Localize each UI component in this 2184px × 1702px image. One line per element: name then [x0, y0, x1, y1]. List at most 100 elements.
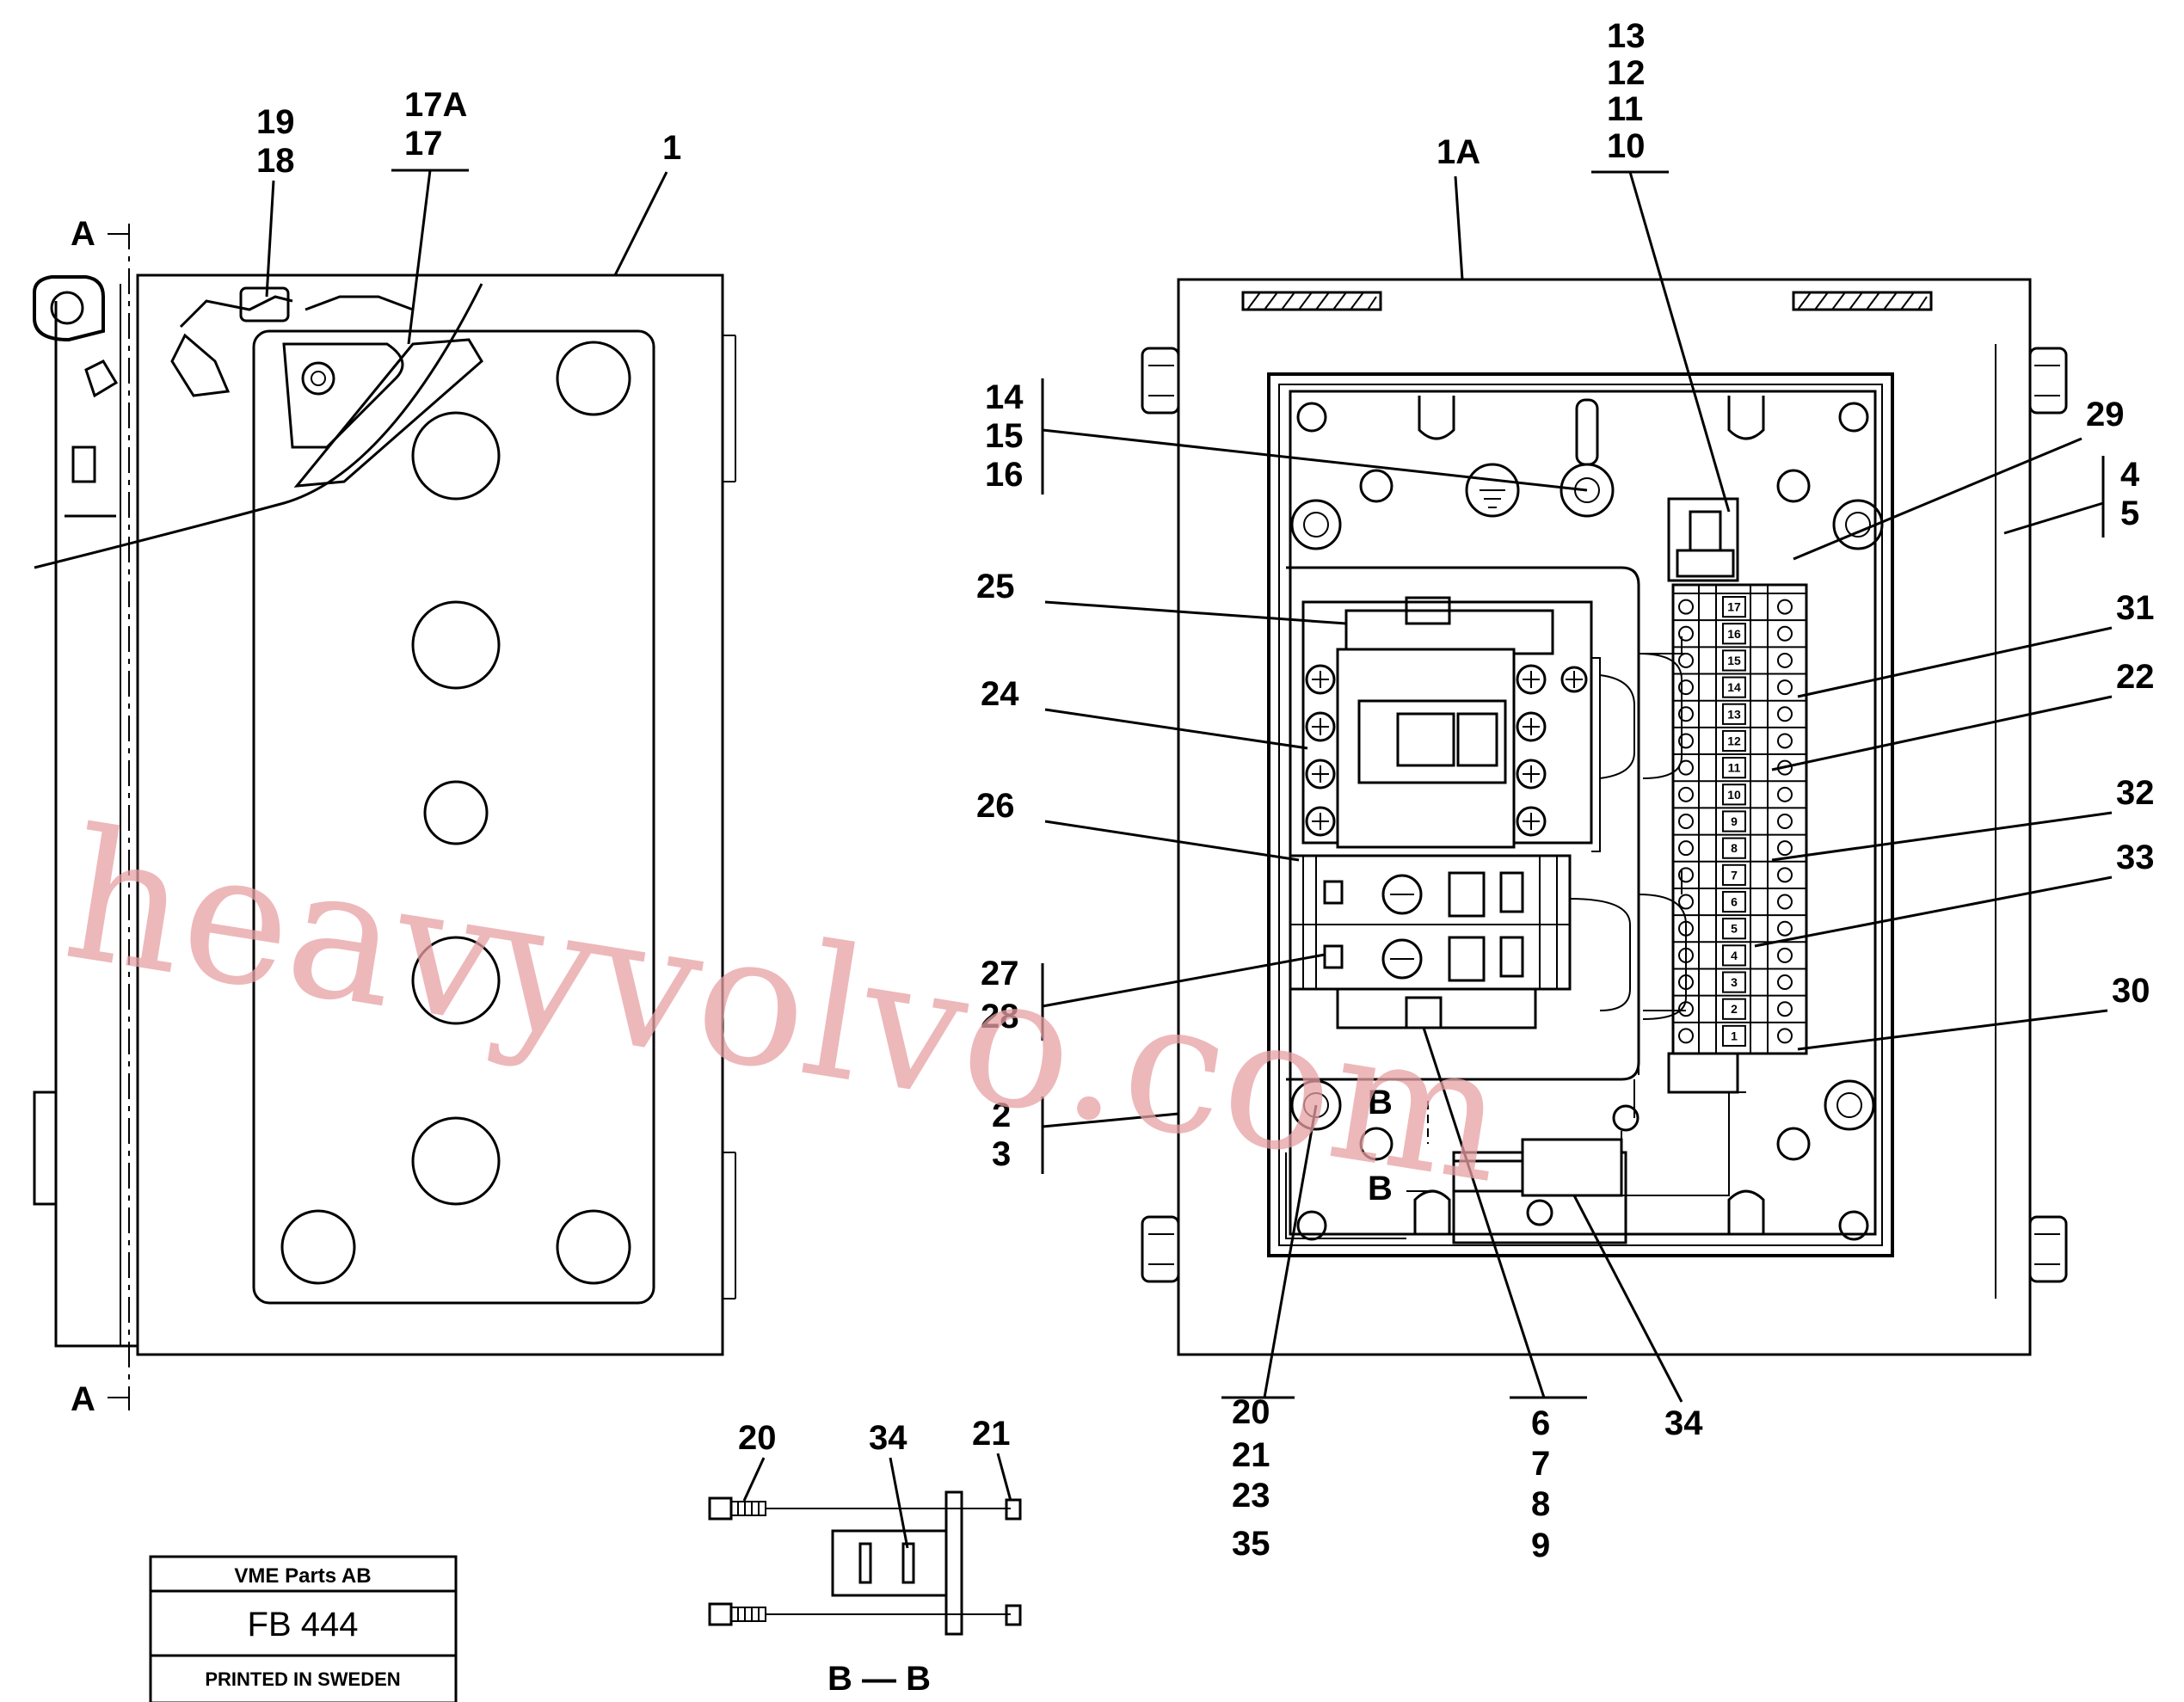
callout-14: 14 [985, 378, 1024, 416]
title-block-printed: PRINTED IN SWEDEN [205, 1668, 400, 1690]
terminal-screw [1777, 733, 1793, 749]
terminal-screw [1777, 786, 1793, 802]
callout-25: 25 [976, 568, 1015, 605]
section-bb: 20 34 21 B — B [708, 1415, 1022, 1698]
callout-6: 6 [1531, 1404, 1550, 1442]
section-bb-title: B — B [827, 1660, 931, 1698]
callout-12: 12 [1607, 54, 1646, 92]
terminal-screw [1678, 599, 1694, 615]
terminal-number: 16 [1727, 627, 1741, 641]
terminal-number: 6 [1731, 895, 1738, 909]
callout-10: 10 [1607, 127, 1646, 165]
callout-26: 26 [976, 787, 1015, 825]
terminal-number: 12 [1727, 734, 1741, 747]
callout-17: 17 [404, 125, 443, 163]
callout-22: 22 [2116, 658, 2155, 696]
terminal-screw [1777, 1001, 1793, 1017]
terminal-screw [1777, 974, 1793, 991]
watermark-text: heavyvolvo.com [53, 789, 1518, 1224]
terminal-number: 17 [1727, 600, 1741, 614]
callout-11: 11 [1607, 90, 1643, 128]
terminal-screw [1678, 679, 1694, 696]
terminal-number: 15 [1727, 654, 1741, 667]
terminal-screw [1777, 652, 1793, 668]
terminal-screw [1777, 840, 1793, 857]
callout-29: 29 [2086, 396, 2125, 433]
terminal-screw [1678, 894, 1694, 910]
terminal-number: 11 [1728, 761, 1741, 775]
section-b-bottom: B [1368, 1170, 1393, 1207]
terminal-number: 7 [1731, 868, 1738, 882]
callout-4: 4 [2120, 456, 2140, 494]
terminal-number: 10 [1727, 788, 1741, 802]
callout-33: 33 [2116, 839, 2155, 876]
terminal-screw [1777, 814, 1793, 829]
callout-18: 18 [256, 142, 295, 180]
callout-7: 7 [1531, 1445, 1550, 1483]
terminal-screw [1678, 652, 1694, 668]
callout-23: 23 [1232, 1477, 1270, 1515]
terminal-screw [1678, 814, 1694, 829]
terminal-screw [1777, 679, 1793, 696]
terminal-number: 2 [1731, 1002, 1738, 1016]
title-block-code: FB 444 [248, 1606, 359, 1644]
callout-34: 34 [1664, 1404, 1703, 1442]
terminal-screw [1777, 599, 1793, 615]
callout-3: 3 [992, 1135, 1011, 1173]
terminal-screw [1678, 947, 1694, 963]
callout-2: 2 [992, 1097, 1011, 1134]
callout-30: 30 [2112, 972, 2150, 1010]
callout-27: 27 [981, 955, 1019, 992]
terminal-number: 5 [1731, 922, 1738, 936]
terminal-screw [1678, 840, 1694, 857]
callout-bb-34: 34 [869, 1419, 907, 1457]
callout-31: 31 [2116, 589, 2155, 627]
terminal-screw [1678, 625, 1694, 642]
title-block-company: VME Parts AB [234, 1564, 371, 1588]
left-view: A A [33, 86, 736, 1418]
terminal-screw [1777, 625, 1793, 642]
terminal-number: 1 [1731, 1029, 1738, 1042]
terminal-screw [1678, 974, 1694, 991]
terminal-number: 14 [1727, 680, 1741, 694]
callout-20: 20 [1232, 1393, 1270, 1431]
callout-17a: 17A [404, 86, 467, 124]
callout-bb-21: 21 [972, 1415, 1011, 1453]
callout-15: 15 [985, 417, 1024, 455]
callout-bb-20: 20 [738, 1419, 777, 1457]
callout-8: 8 [1531, 1485, 1550, 1523]
terminal-screw [1777, 894, 1793, 910]
terminal-screw [1678, 733, 1694, 749]
terminal-screw [1777, 947, 1793, 963]
callout-5: 5 [2120, 495, 2139, 532]
callout-13: 13 [1607, 17, 1646, 55]
section-a-top: A [71, 215, 95, 253]
terminal-screw [1678, 867, 1694, 883]
terminal-number: 13 [1727, 707, 1741, 721]
terminal-screw [1777, 1028, 1793, 1044]
callout-9: 9 [1531, 1527, 1550, 1564]
callout-21: 21 [1232, 1436, 1270, 1474]
callout-1a: 1A [1437, 133, 1480, 171]
terminal-screw [1678, 1028, 1694, 1044]
terminal-number: 8 [1731, 841, 1738, 855]
terminal-screw [1678, 920, 1694, 937]
terminal-screw [1678, 1001, 1694, 1017]
callout-16: 16 [985, 456, 1024, 494]
terminal-screw [1678, 786, 1694, 802]
section-b-top: B [1368, 1084, 1393, 1121]
terminal-number: 9 [1731, 814, 1738, 828]
callout-32: 32 [2116, 774, 2155, 812]
terminal-screw [1777, 706, 1793, 722]
callout-24: 24 [981, 675, 1019, 713]
terminal-screw [1678, 759, 1694, 776]
callout-19: 19 [256, 103, 295, 141]
callout-28: 28 [981, 998, 1019, 1035]
callout-35: 35 [1232, 1525, 1270, 1563]
title-block: VME Parts AB FB 444 PRINTED IN SWEDEN [149, 1555, 458, 1702]
terminal-screw [1777, 867, 1793, 883]
terminal-screw [1678, 706, 1694, 722]
